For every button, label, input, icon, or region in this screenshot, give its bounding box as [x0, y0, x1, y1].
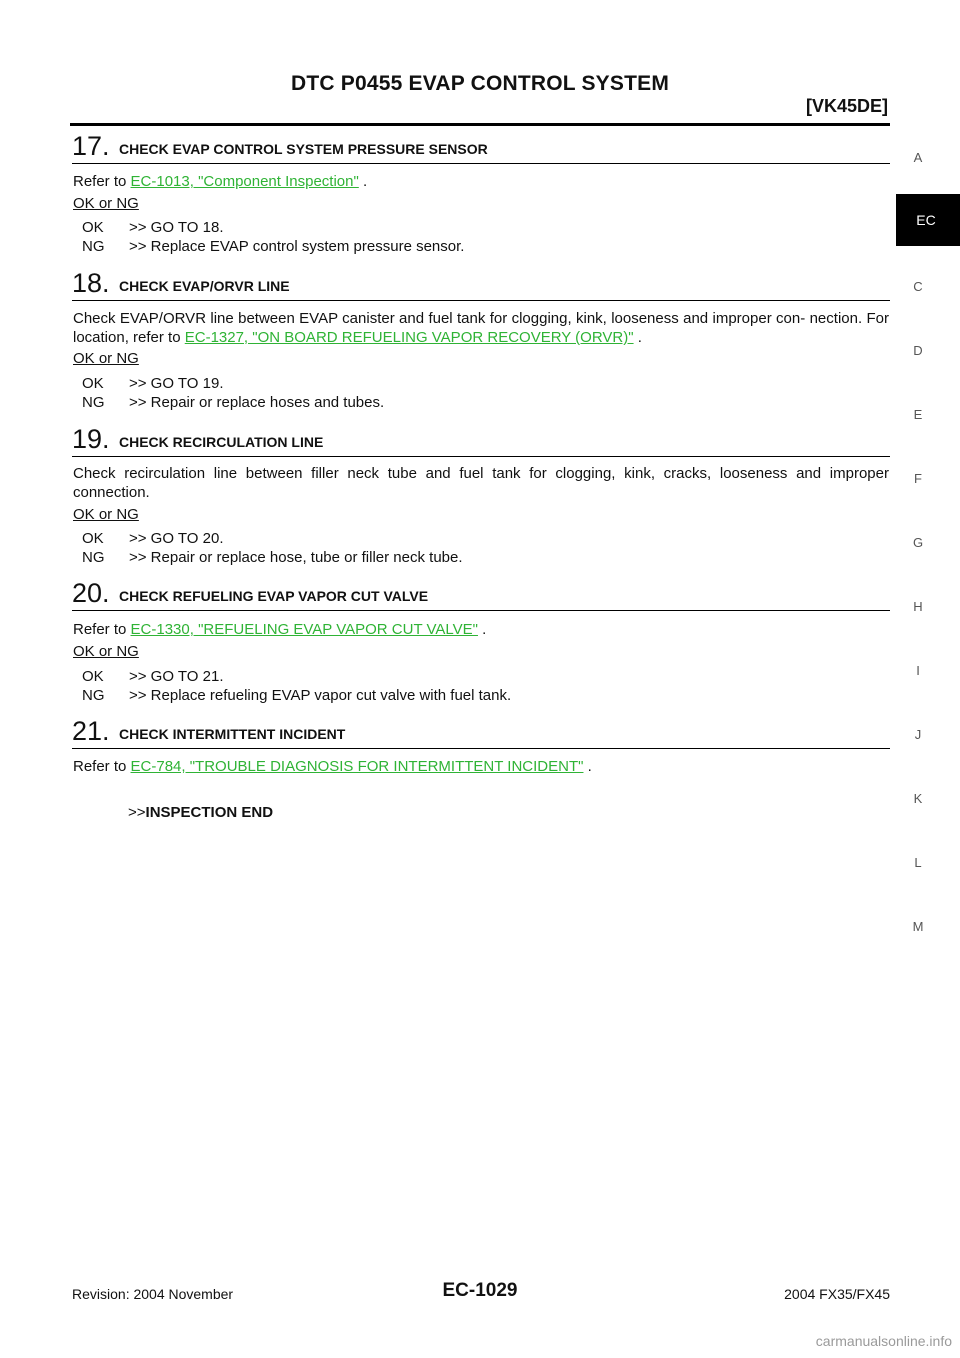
- step-19-header: 19. CHECK RECIRCULATION LINE: [72, 424, 890, 457]
- step-17-instruction: Refer to EC-1013, "Component Inspection"…: [73, 172, 889, 191]
- side-tab-label: EC: [916, 212, 936, 228]
- step-number: 18.: [72, 268, 110, 298]
- result-code: NG: [82, 687, 105, 704]
- instruction-text: Check EVAP/ORVR line between EVAP canist…: [73, 310, 889, 346]
- result-code: OK: [82, 668, 104, 685]
- ok-or-ng-label: OK or NG: [73, 506, 139, 523]
- side-index-m[interactable]: M: [912, 919, 924, 934]
- instruction-text-end: .: [583, 758, 592, 775]
- step-number: 17.: [72, 131, 110, 161]
- step-20-instruction: Refer to EC-1330, "REFUELING EVAP VAPOR …: [73, 620, 889, 639]
- result-code: OK: [82, 375, 104, 392]
- reference-link[interactable]: EC-784, "TROUBLE DIAGNOSIS FOR INTERMITT…: [130, 758, 584, 775]
- watermark: carmanualsonline.info: [815, 1333, 952, 1349]
- result-ng: NG >> Repair or replace hose, tube or fil…: [82, 548, 463, 567]
- step-title: CHECK EVAP/ORVR LINE: [119, 278, 290, 294]
- step-title: CHECK RECIRCULATION LINE: [119, 434, 324, 450]
- side-index-j[interactable]: J: [914, 727, 922, 742]
- side-index-ec-tab[interactable]: EC: [896, 194, 960, 246]
- page-number: EC-1029: [442, 1280, 518, 1301]
- instruction-text-end: .: [633, 329, 642, 346]
- result-ng: NG >> Replace refueling EVAP vapor cut va…: [82, 686, 511, 705]
- side-index-c[interactable]: C: [913, 279, 923, 294]
- side-index-i[interactable]: I: [916, 663, 920, 678]
- engine-code: [VK45DE]: [805, 96, 888, 116]
- step-18-instruction: Check EVAP/ORVR line between EVAP canist…: [73, 309, 889, 347]
- result-text: >> GO TO 19.: [129, 375, 224, 392]
- instruction-text: Refer to: [73, 621, 131, 638]
- side-index-h[interactable]: H: [913, 599, 923, 614]
- step-number: 20.: [72, 578, 110, 608]
- header-divider: [70, 123, 890, 126]
- reference-link[interactable]: EC-1330, "REFUELING EVAP VAPOR CUT VALVE…: [130, 621, 478, 638]
- end-prefix: >>: [128, 804, 146, 821]
- result-text: >> GO TO 20.: [129, 530, 224, 547]
- result-ng: NG >> Repair or replace hoses and tubes.: [82, 393, 384, 412]
- result-text: >> Repair or replace hoses and tubes.: [129, 394, 385, 411]
- ok-or-ng-label: OK or NG: [73, 643, 139, 660]
- step-17-header: 17. CHECK EVAP CONTROL SYSTEM PRESSURE S…: [72, 131, 890, 164]
- result-code: NG: [82, 394, 105, 411]
- step-18-header: 18. CHECK EVAP/ORVR LINE: [72, 268, 890, 301]
- instruction-text-end: .: [358, 173, 368, 190]
- step-title: CHECK INTERMITTENT INCIDENT: [119, 726, 346, 742]
- step-21-header: 21. CHECK INTERMITTENT INCIDENT: [72, 716, 890, 749]
- result-ng: NG >> Replace EVAP control system pressur…: [82, 237, 464, 256]
- step-20-header: 20. CHECK REFUELING EVAP VAPOR CUT VALVE: [72, 578, 890, 611]
- instruction-text: Refer to: [73, 173, 131, 190]
- step-number: 19.: [72, 424, 110, 454]
- result-ok: OK >> GO TO 18.: [82, 218, 224, 237]
- result-text: >> GO TO 21.: [129, 668, 224, 685]
- side-index-k[interactable]: K: [913, 791, 923, 806]
- result-code: NG: [82, 549, 105, 566]
- step-21-instruction: Refer to EC-784, "TROUBLE DIAGNOSIS FOR …: [73, 757, 889, 776]
- side-index-d[interactable]: D: [913, 343, 923, 358]
- side-index-l[interactable]: L: [914, 855, 922, 870]
- side-index-a[interactable]: A: [913, 150, 923, 165]
- side-index-f[interactable]: F: [914, 471, 922, 486]
- result-code: NG: [82, 238, 105, 255]
- page-title: DTC P0455 EVAP CONTROL SYSTEM: [290, 72, 670, 95]
- step-title: CHECK REFUELING EVAP VAPOR CUT VALVE: [119, 588, 429, 604]
- result-text: >> Replace refueling EVAP vapor cut valv…: [129, 687, 512, 704]
- instruction-text: Refer to: [73, 758, 131, 775]
- ok-or-ng-label: OK or NG: [73, 195, 139, 212]
- side-index-e[interactable]: E: [913, 407, 923, 422]
- ok-or-ng-label: OK or NG: [73, 350, 139, 367]
- result-ok: OK >> GO TO 20.: [82, 529, 224, 548]
- step-19-instruction: Check recirculation line between filler …: [73, 465, 889, 501]
- step-number: 21.: [72, 716, 110, 746]
- result-code: OK: [82, 530, 104, 547]
- end-text: INSPECTION END: [145, 804, 274, 821]
- inspection-end: >>INSPECTION END: [128, 804, 273, 821]
- reference-link[interactable]: EC-1327, "ON BOARD REFUELING VAPOR RECOV…: [184, 329, 634, 346]
- result-text: >> GO TO 18.: [129, 219, 224, 236]
- result-ok: OK >> GO TO 19.: [82, 374, 224, 393]
- result-text: >> Repair or replace hose, tube or fille…: [129, 549, 463, 566]
- reference-link[interactable]: EC-1013, "Component Inspection": [130, 173, 359, 190]
- result-text: >> Replace EVAP control system pressure …: [129, 238, 465, 255]
- result-ok: OK >> GO TO 21.: [82, 667, 224, 686]
- revision-date: Revision: 2004 November: [72, 1286, 234, 1302]
- step-title: CHECK EVAP CONTROL SYSTEM PRESSURE SENSO…: [119, 141, 488, 157]
- model-name: 2004 FX35/FX45: [784, 1286, 890, 1302]
- side-index-g[interactable]: G: [912, 535, 924, 550]
- result-code: OK: [82, 219, 104, 236]
- instruction-text-end: .: [477, 621, 487, 638]
